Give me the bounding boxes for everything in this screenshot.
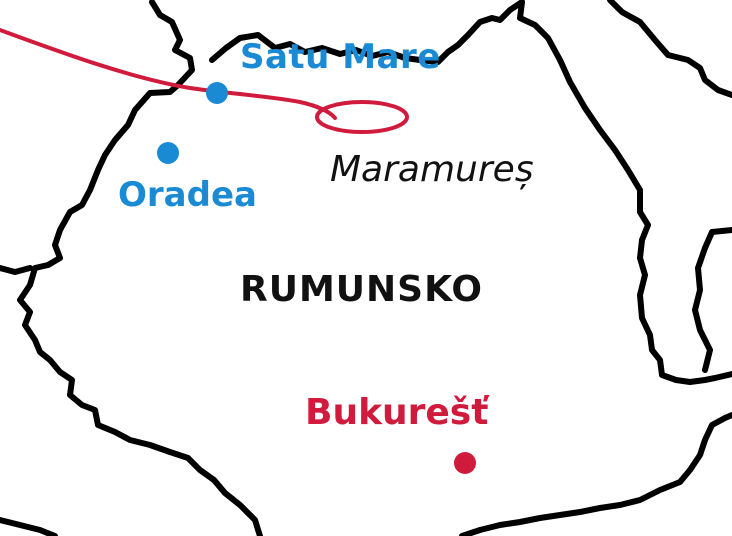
neighbour-border-west [0, 265, 33, 275]
oradea-marker [157, 142, 179, 164]
oradea-label: Oradea [118, 175, 257, 215]
satu-mare-label: Satu Mare [240, 37, 441, 77]
romania-border-west [17, 0, 263, 536]
romania-border-south [459, 412, 732, 536]
romania-border-east [517, 0, 732, 385]
country-label: RUMUNSKO [240, 269, 483, 310]
romania-border-north [209, 0, 525, 65]
route-loop [315, 100, 409, 134]
moldova-east-border [692, 227, 732, 373]
bucharest-label: Bukurešť [305, 392, 489, 433]
satu-mare-marker [206, 82, 228, 104]
maramures-label: Maramureș [330, 149, 534, 190]
bucharest-marker [454, 452, 476, 474]
moldova-border [607, 0, 732, 98]
neighbour-border-sw [0, 517, 58, 536]
